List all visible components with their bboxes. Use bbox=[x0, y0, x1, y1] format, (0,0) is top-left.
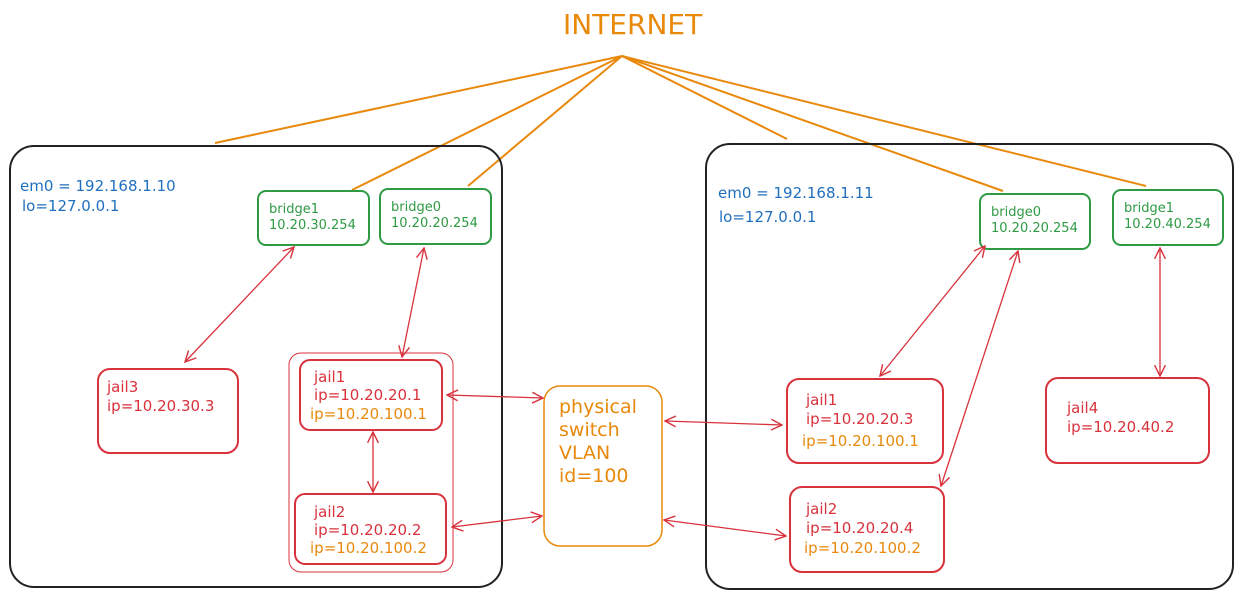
link-jail1-switch bbox=[447, 395, 543, 398]
internet-label: INTERNET bbox=[563, 8, 703, 41]
link-jail3-bridge1 bbox=[185, 247, 294, 362]
host1-bridge0-ip: 10.20.20.254 bbox=[391, 216, 478, 231]
host1-jail3-box bbox=[97, 368, 239, 454]
link-switch-h2jail1 bbox=[665, 421, 782, 425]
internet-link bbox=[621, 55, 1147, 187]
host1-bridge0-name: bridge0 bbox=[391, 200, 441, 215]
host2-bridge0-name: bridge0 bbox=[991, 205, 1041, 220]
host2-frame bbox=[705, 143, 1234, 590]
switch-line4: id=100 bbox=[559, 465, 629, 487]
host2-bridge1-name: bridge1 bbox=[1124, 201, 1174, 216]
switch-line1: physical bbox=[559, 396, 637, 418]
internet-link bbox=[214, 55, 623, 144]
host1-frame bbox=[9, 145, 503, 588]
switch-line3: VLAN bbox=[559, 442, 611, 464]
link-h2jail2-bridge0 bbox=[941, 251, 1018, 486]
link-h2jail1-bridge0 bbox=[880, 246, 985, 376]
host2-em0-label: em0 = 192.168.1.11 bbox=[718, 184, 874, 202]
host2-jail4-name: jail4 bbox=[1067, 399, 1099, 417]
host1-jail2-name: jail2 bbox=[314, 503, 346, 521]
host1-jail1-vlan-ip: ip=10.20.100.1 bbox=[310, 405, 427, 423]
host1-bridge1-box bbox=[257, 190, 370, 246]
host1-bridge1-name: bridge1 bbox=[269, 202, 319, 217]
connection-arrows bbox=[185, 246, 1160, 536]
host1-jail1-box bbox=[299, 359, 443, 431]
host1-jail2-ip: ip=10.20.20.2 bbox=[314, 521, 422, 539]
link-switch-h2jail2 bbox=[664, 520, 786, 536]
host1-jail1-name: jail1 bbox=[314, 368, 346, 386]
internet-link bbox=[621, 55, 1004, 192]
internet-link bbox=[621, 55, 788, 140]
host1-jail-group bbox=[288, 352, 454, 573]
host1-lo-label: lo=127.0.0.1 bbox=[22, 197, 120, 215]
host2-jail2-name: jail2 bbox=[806, 500, 838, 518]
host1-jail3-name: jail3 bbox=[107, 378, 139, 396]
link-jail2-switch bbox=[452, 516, 542, 527]
internet-link bbox=[467, 55, 623, 187]
host2-bridge0-box bbox=[979, 193, 1091, 250]
host2-jail1-ip: ip=10.20.20.3 bbox=[806, 410, 914, 428]
internet-link bbox=[351, 55, 623, 191]
host1-jail3-ip: ip=10.20.30.3 bbox=[107, 397, 215, 415]
switch-line2: switch bbox=[559, 419, 620, 441]
switch-box bbox=[543, 385, 663, 547]
host1-jail2-vlan-ip: ip=10.20.100.2 bbox=[310, 539, 427, 557]
host1-bridge1-ip: 10.20.30.254 bbox=[269, 218, 356, 233]
host2-jail4-box bbox=[1045, 377, 1210, 464]
host2-bridge0-ip: 10.20.20.254 bbox=[991, 221, 1078, 236]
host2-jail2-vlan-ip: ip=10.20.100.2 bbox=[804, 539, 921, 557]
host2-jail1-name: jail1 bbox=[806, 391, 838, 409]
link-jail1-bridge0 bbox=[402, 248, 424, 357]
host2-bridge1-ip: 10.20.40.254 bbox=[1124, 217, 1211, 232]
host1-em0-label: em0 = 192.168.1.10 bbox=[20, 177, 176, 195]
host1-jail2-box bbox=[294, 493, 447, 565]
host2-jail1-vlan-ip: ip=10.20.100.1 bbox=[802, 432, 919, 450]
internet-links bbox=[214, 55, 1147, 192]
host2-jail2-box bbox=[789, 486, 945, 573]
host2-bridge1-box bbox=[1112, 189, 1224, 246]
host2-jail2-ip: ip=10.20.20.4 bbox=[806, 519, 914, 537]
host1-bridge0-box bbox=[379, 188, 492, 245]
host2-jail4-ip: ip=10.20.40.2 bbox=[1067, 418, 1175, 436]
host1-jail1-ip: ip=10.20.20.1 bbox=[314, 386, 422, 404]
host2-lo-label: lo=127.0.0.1 bbox=[719, 208, 817, 226]
